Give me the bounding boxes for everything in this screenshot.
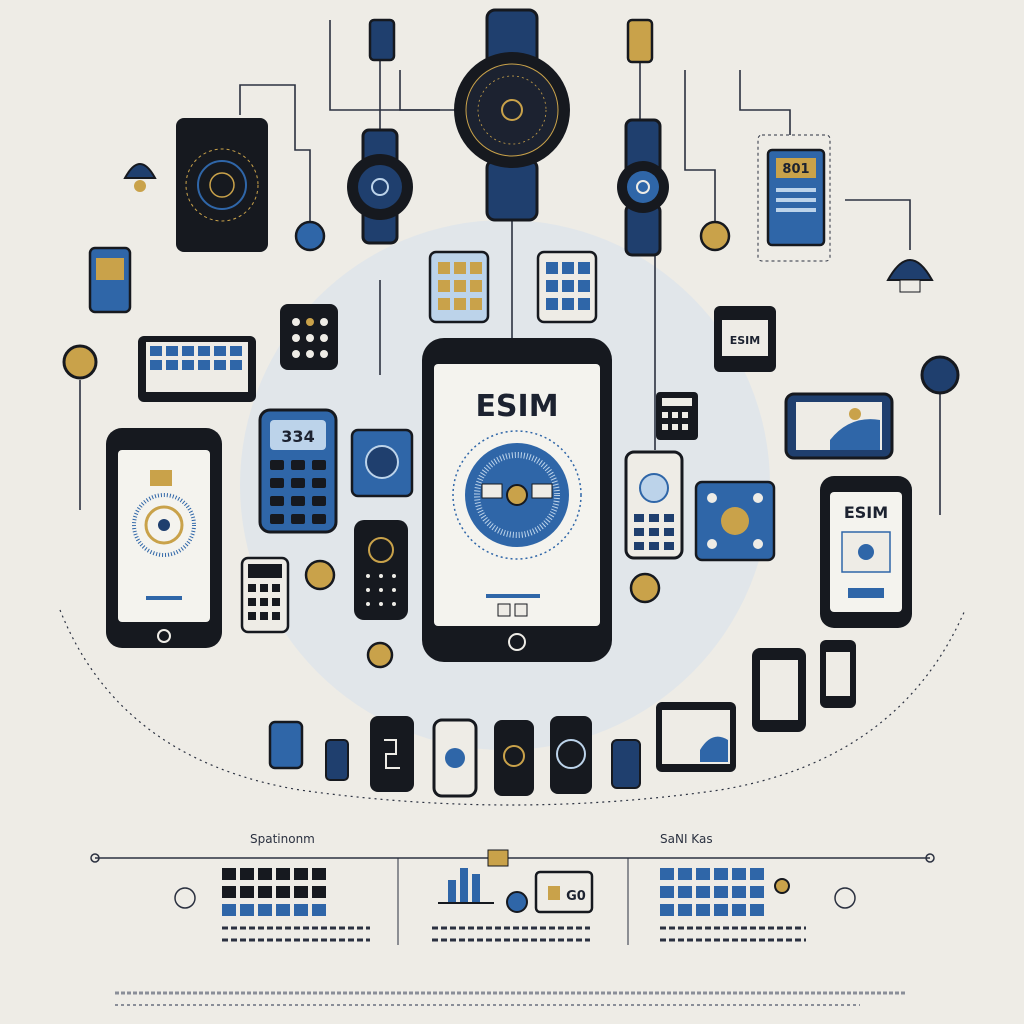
- tag-mid-right-text: ESIM: [730, 334, 760, 347]
- main-phone-title: ESIM: [475, 389, 558, 424]
- bottom-panel: Spatinonm SaNI Kas G0: [90, 832, 935, 945]
- map-tablet-right: [784, 392, 894, 460]
- remote-device: [354, 520, 408, 620]
- bottom-phone-5: [494, 720, 534, 796]
- panel-right-caption: SaNI Kas: [660, 832, 713, 846]
- smartwatch-right: [617, 118, 669, 257]
- plug-top-left: [368, 18, 396, 62]
- right-phone-title: ESIM: [844, 503, 888, 522]
- phone-left: [106, 428, 222, 648]
- smartwatch-top-center: [454, 8, 570, 222]
- bottom-phone-1: [268, 720, 304, 770]
- dotted-arc: [59, 609, 966, 806]
- bottom-phone-3: [370, 716, 414, 792]
- app-grid-tile-gold: [428, 250, 490, 324]
- calculator-right: [656, 392, 698, 440]
- app-tile-blue-gold: [694, 480, 776, 562]
- connector-nodes: [62, 220, 960, 669]
- keypad-phone-display: 334: [281, 427, 314, 446]
- phone-right: ESIM: [820, 476, 912, 628]
- panel-card-code: G0: [566, 889, 586, 904]
- lamp-right: [886, 259, 934, 293]
- gadget-square: [280, 304, 338, 370]
- bottom-phone-7: [611, 739, 641, 789]
- tablet-top-left: [176, 118, 268, 252]
- phone-right-keypad: [624, 450, 684, 560]
- bottom-phone-4: [432, 718, 478, 798]
- plug-top-right: [626, 18, 654, 64]
- tag-device-top-right: 801: [757, 134, 831, 262]
- shield-tile: [350, 428, 414, 498]
- bottom-phone-9: [820, 640, 856, 708]
- tag-top-right-text: 801: [782, 162, 809, 177]
- app-grid-tile-blue: [536, 250, 598, 324]
- main-phone: ESIM: [422, 338, 612, 662]
- small-phone-left: [88, 246, 132, 314]
- tag-device-mid-right: ESIM: [714, 306, 776, 372]
- bottom-tablet-right: [656, 702, 736, 772]
- bottom-phone-8: [752, 648, 806, 732]
- wires: [79, 20, 941, 515]
- panel-left-caption: Spatinonm: [250, 832, 315, 846]
- bottom-phone-2: [325, 739, 349, 781]
- bottom-phone-6: [550, 716, 592, 794]
- smartwatch-left: [347, 128, 413, 245]
- calculator-small: [240, 556, 290, 634]
- keypad-phone: 334: [258, 408, 338, 534]
- lamp-left: [123, 163, 157, 192]
- tablet-left-wide: [138, 336, 256, 402]
